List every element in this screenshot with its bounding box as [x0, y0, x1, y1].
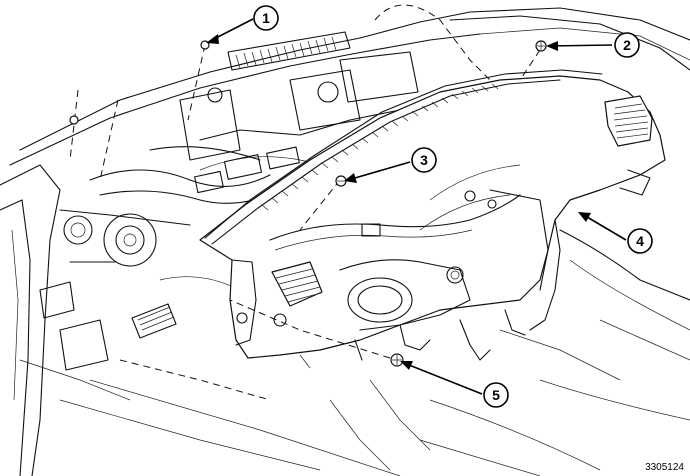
- callout-4-label: 4: [636, 233, 644, 249]
- callout-4: 4: [627, 228, 653, 254]
- callout-3-label: 3: [420, 152, 428, 168]
- callout-leaders: [206, 18, 627, 395]
- callout-1: 1: [253, 5, 279, 31]
- instrument-panel: [199, 69, 666, 369]
- callout-1-label: 1: [262, 10, 270, 26]
- vehicle-body: [0, 7, 690, 476]
- callout-2-label: 2: [623, 37, 631, 53]
- fastener-paths: [69, 4, 547, 401]
- bolt-2: [535, 40, 547, 52]
- figure-number: 3305124: [645, 462, 684, 473]
- callout-5-label: 5: [492, 387, 500, 403]
- left-bolt: [69, 115, 79, 125]
- callout-2: 2: [614, 32, 640, 58]
- callout-5: 5: [483, 382, 509, 408]
- bolt-5: [390, 353, 404, 367]
- callout-3: 3: [411, 147, 437, 173]
- steering-column-area: [19, 51, 419, 401]
